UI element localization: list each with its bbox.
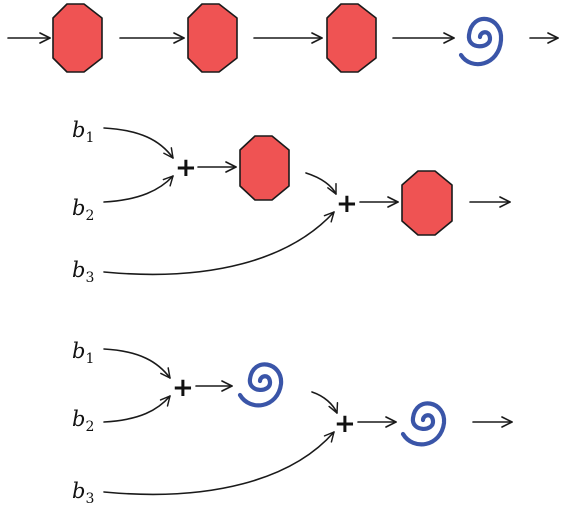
octagon-merge-1	[239, 135, 290, 201]
arrow-b3-to-sum	[103, 431, 335, 496]
input-label-b2: b2	[72, 196, 94, 224]
sum-node-2: +	[336, 189, 358, 219]
input-label-b1: b1	[72, 118, 94, 146]
input-label-b3: b3	[72, 479, 94, 507]
sum-node-1: +	[172, 373, 194, 403]
sum-node-1: +	[175, 153, 197, 183]
octagon-layer-1	[52, 3, 103, 73]
spiral-merge-1	[237, 362, 284, 408]
input-label-b1: b1	[72, 339, 94, 367]
octagon-layer-2	[187, 3, 238, 73]
octagon-layer-3	[326, 3, 377, 73]
merge-spiral-group: b1 b2 b3 + +	[72, 339, 513, 507]
arrow-b1-to-sum	[103, 348, 171, 379]
input-label-b3: b3	[72, 258, 94, 286]
arrow-spiral-to-sum	[311, 391, 339, 414]
octagon-merge-2	[401, 170, 453, 236]
arrow-b1-to-sum	[103, 127, 174, 159]
arrow-b3-to-sum	[103, 211, 335, 276]
merge-octagon-group: b1 b2 b3 + +	[72, 118, 511, 286]
input-label-b2: b2	[72, 407, 94, 435]
sequence-chain	[7, 3, 559, 73]
arrow-b2-to-sum	[103, 175, 174, 203]
spiral-merge-2	[400, 401, 447, 447]
arrow-b2-to-sum	[103, 395, 171, 423]
spiral-layer	[458, 16, 504, 67]
sum-node-2: +	[334, 409, 356, 439]
arrow-octagon-to-sum	[305, 172, 337, 195]
